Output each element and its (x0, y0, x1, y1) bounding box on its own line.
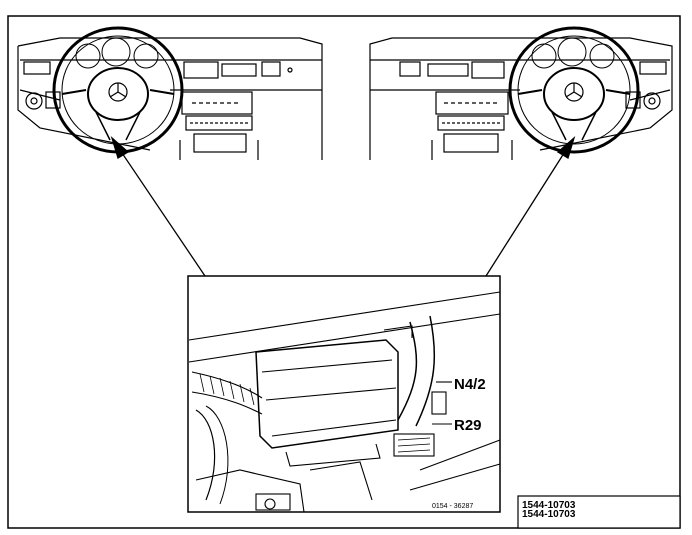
dashboard-right-view (369, 26, 673, 160)
pointer-arrows (110, 136, 576, 277)
figure-number-box: 1544-10703 1544-10703 (517, 495, 681, 529)
detail-photo: N4/2 R29 0154 - 36287 (187, 275, 501, 513)
callout-label-n4-2: N4/2 (454, 376, 486, 393)
photo-reference-code: 0154 - 36287 (432, 503, 473, 510)
callout-label-r29: R29 (454, 417, 482, 434)
figure-number-top: 1544-10703 (522, 500, 576, 511)
dashboard-left-panel (17, 37, 323, 160)
figure-number-bottom: 1544-10703 (522, 509, 576, 520)
steering-wheel-left (52, 26, 184, 154)
steering-wheel-right (508, 26, 640, 154)
three-pointed-star-icon (108, 82, 128, 102)
detail-photo-frame (187, 275, 501, 513)
dashboard-left-view (17, 26, 323, 160)
three-pointed-star-icon (564, 82, 584, 102)
